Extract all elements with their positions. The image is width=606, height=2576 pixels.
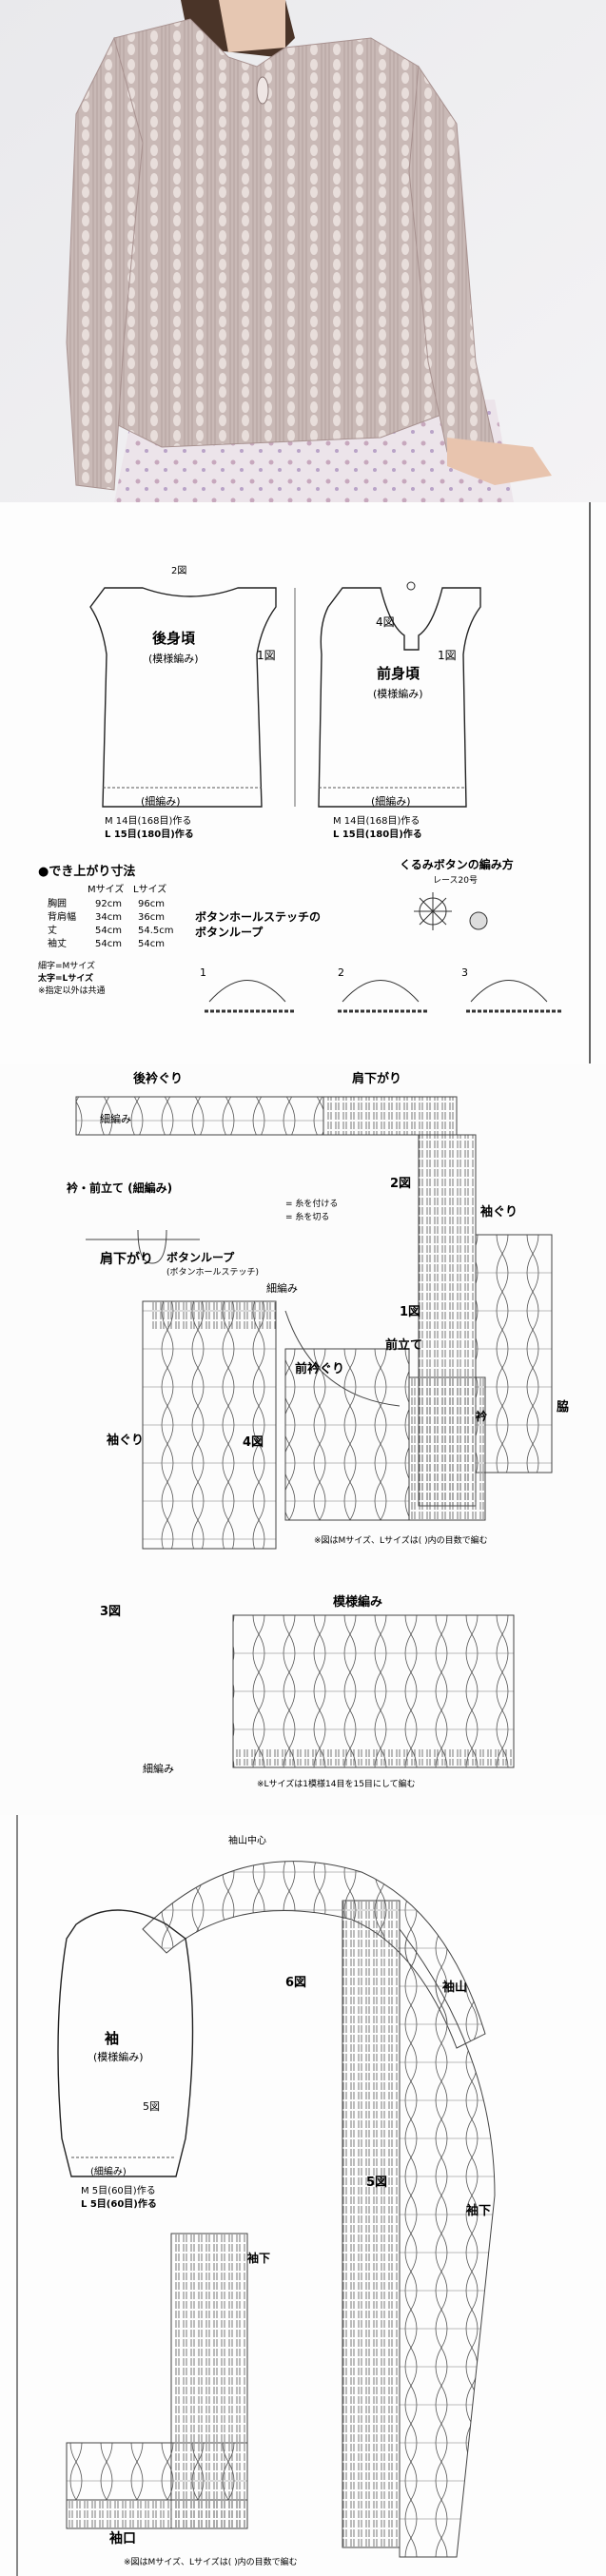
label-front-neck: 前衿ぐり — [295, 1361, 344, 1376]
label-armhole: 袖ぐり — [480, 1204, 518, 1220]
finished-header-m: Mサイズ — [88, 883, 124, 895]
back-part-label: 1図 — [257, 649, 276, 662]
label-placket: 前立て — [385, 1337, 422, 1353]
label-fig5: 5図 — [366, 2176, 387, 2190]
svg-text:背肩幅: 背肩幅 — [48, 910, 76, 923]
back-body-outline — [89, 587, 296, 808]
label-sleeve-under: 袖下 — [247, 2251, 270, 2265]
label-sleeve-side: 袖下 — [466, 2203, 491, 2218]
back-edge: (細編み) — [141, 794, 181, 808]
note-m: 細字=Mサイズ — [38, 960, 95, 971]
front-part-4: 4図 — [376, 615, 395, 629]
note-common: ※指定以外は共通 — [38, 985, 106, 996]
label-sleeve-cap: 袖山 — [442, 1980, 467, 1995]
svg-text:3: 3 — [461, 966, 468, 979]
back-stitch: (模様編み) — [148, 652, 199, 665]
kurumi-diagram — [414, 892, 488, 930]
label-fig2: 2図 — [171, 565, 186, 576]
label-collar: 衿 — [476, 1409, 487, 1423]
svg-text:54cm: 54cm — [95, 939, 122, 949]
legend-attach: = 糸を付ける — [285, 1198, 338, 1209]
label-collar-front: 衿・前立て (細編み) — [67, 1181, 172, 1195]
label-side: 脇 — [557, 1399, 569, 1415]
label-button-loop: ボタンループ — [166, 1250, 235, 1264]
finished-table: 胸囲 92cm 96cm 背肩幅 34cm 36cm 丈 54cm 54.5cm 袖丈 54c… — [48, 897, 174, 949]
svg-text:1: 1 — [200, 966, 206, 979]
crochet-chart-body: 後衿ぐり 肩下がり 細編み 2図 袖ぐり 1図 衿・前立て (細編み) ボタンル… — [67, 1071, 569, 1789]
note-l: 太字=Lサイズ — [37, 972, 93, 984]
svg-text:92cm: 92cm — [95, 899, 122, 909]
svg-text:36cm: 36cm — [138, 912, 165, 923]
kurumi-note: レース20号 — [433, 875, 478, 886]
chart2-note: ※図はMサイズ、Lサイズは( )内の目数で編む — [124, 2556, 298, 2567]
label-edge3: 細編み — [143, 1762, 174, 1775]
chart1-bottom-note: ※Lサイズは1模様14目を15目にして編む — [257, 1778, 416, 1789]
front-size-m: M 14目(168目)作る — [333, 815, 420, 827]
front-title: 前身頃 — [377, 665, 420, 682]
front-size-l: L 15目(180目)作る — [333, 828, 422, 840]
front-stitch: (模様編み) — [373, 687, 423, 700]
chart1-note: ※図はMサイズ、Lサイズは( )内の目数で編む — [314, 1534, 488, 1546]
svg-text:96cm: 96cm — [138, 899, 165, 909]
front-body-outline — [318, 581, 481, 808]
label-fig1: 1図 — [400, 1305, 420, 1319]
button-loop-diagram — [86, 1229, 200, 1264]
button-loop-steps: 1 2 3 — [200, 966, 561, 1013]
label-pattern: 模様編み — [333, 1594, 382, 1610]
label-shoulder2: 肩下がり — [100, 1251, 153, 1267]
label-edge: 細編み — [100, 1112, 131, 1125]
back-size-l: L 15目(180目)作る — [105, 828, 194, 840]
label-size-m: M 5目(60目)作る — [81, 2185, 156, 2196]
photo-panel — [0, 0, 606, 502]
svg-text:袖丈: 袖丈 — [48, 937, 67, 949]
svg-text:2: 2 — [338, 966, 344, 979]
crochet-chart-sleeve: 袖山中心 6図 袖山 袖 (模様編み) 5図 (細編み) M 5目(60目)作る… — [16, 1815, 496, 2576]
label-fig6: 6図 — [285, 1976, 306, 1990]
label-fig2: 2図 — [390, 1177, 411, 1191]
label-armhole2: 袖ぐり — [107, 1433, 144, 1448]
label-shoulder: 肩下がり — [352, 1071, 401, 1086]
label-size-l: L 5目(60目)作る — [81, 2197, 157, 2210]
kurumi-title: くるみボタンの編み方 — [400, 857, 514, 871]
label-fig4: 4図 — [243, 1435, 264, 1450]
svg-text:54cm: 54cm — [95, 926, 122, 936]
label-fig5-small: 5図 — [143, 2100, 160, 2113]
label-button-loop-sub: (ボタンホールステッチ) — [166, 1267, 259, 1278]
chart2-panel: 袖山中心 6図 袖山 袖 (模様編み) 5図 (細編み) M 5目(60目)作る… — [0, 1815, 606, 2576]
label-edge2: 細編み — [266, 1281, 298, 1295]
finished-title: ●でき上がり寸法 — [38, 864, 135, 879]
sweater-photo — [0, 0, 606, 502]
label-sleeve-edge: (細編み) — [90, 2165, 127, 2177]
legend-cut: = 糸を切る — [285, 1211, 329, 1222]
front-edge: (細編み) — [371, 794, 411, 808]
label-sleeve-title: 袖 — [105, 2030, 119, 2047]
label-fig3: 3図 — [100, 1605, 121, 1619]
schematic-diagram: 後身頃 (模様編み) 1図 (細編み) M 14目(168目)作る L 15目(… — [37, 502, 591, 1064]
front-part-1: 1図 — [438, 649, 457, 662]
chart1-panel: 後衿ぐり 肩下がり 細編み 2図 袖ぐり 1図 衿・前立て (細編み) ボタンル… — [0, 1064, 606, 1815]
label-cuff: 袖口 — [109, 2530, 136, 2547]
svg-text:丈: 丈 — [48, 925, 57, 936]
label-back-neck: 後衿ぐり — [133, 1071, 183, 1086]
label-cap-top: 袖山中心 — [228, 1834, 266, 1846]
back-size-m: M 14目(168目)作る — [105, 815, 191, 827]
button-loop-title: ボタンホールステッチのボタンループ — [195, 909, 321, 939]
label-sleeve-stitch: (模様編み) — [93, 2050, 144, 2063]
back-title: 後身頃 — [151, 630, 196, 647]
schematic-panel: 後身頃 (模様編み) 1図 (細編み) M 14目(168目)作る L 15目(… — [0, 502, 606, 1064]
svg-text:胸囲: 胸囲 — [48, 897, 67, 909]
svg-text:34cm: 34cm — [95, 912, 122, 923]
finished-header-l: Lサイズ — [133, 883, 166, 895]
svg-text:54.5cm: 54.5cm — [138, 926, 174, 936]
svg-text:54cm: 54cm — [138, 939, 165, 949]
